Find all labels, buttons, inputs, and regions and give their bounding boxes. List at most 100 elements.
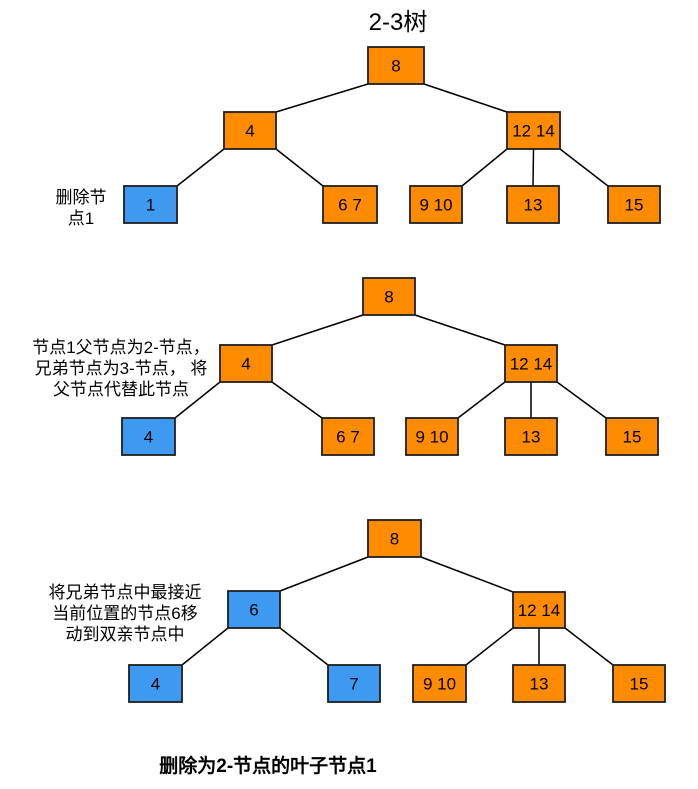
tree-edge — [181, 627, 229, 666]
node-box — [123, 185, 178, 224]
tree1-node-9-10: 9 10 — [409, 185, 463, 224]
tree-edge — [176, 148, 225, 187]
node-box — [128, 664, 183, 703]
node-box — [506, 111, 561, 150]
node-box — [367, 519, 422, 558]
node-box — [504, 344, 558, 383]
tree-edge — [564, 627, 614, 666]
tree2-node-4: 4 — [219, 344, 273, 383]
diagram-caption: 删除为2-节点的叶子节点1 — [159, 754, 377, 777]
tree3-node-8: 8 — [367, 519, 422, 558]
node-label: 12 14 — [518, 601, 561, 620]
node-label: 1 — [146, 196, 155, 215]
node-label: 15 — [623, 428, 642, 447]
tree1-node-1: 1 — [123, 185, 178, 224]
node-label: 8 — [390, 530, 399, 549]
tree-edge — [465, 627, 514, 666]
node-label: 13 — [524, 196, 543, 215]
node-label: 12 14 — [510, 355, 553, 374]
node-label: 6 7 — [338, 196, 362, 215]
node-label: 8 — [391, 57, 400, 76]
tree3-node-12-14: 12 14 — [512, 591, 566, 629]
tree3-node-4: 4 — [128, 664, 183, 703]
node-box — [219, 344, 273, 383]
node-label: 9 10 — [415, 428, 448, 447]
node-label: 6 — [249, 601, 258, 620]
node-box — [612, 664, 666, 703]
tree1-node-15: 15 — [607, 185, 661, 224]
tree3-node-9-10: 9 10 — [412, 664, 467, 703]
node-box — [321, 417, 375, 456]
tree-edge — [414, 314, 506, 346]
node-box — [121, 417, 176, 456]
tree-edge — [271, 314, 364, 346]
node-label: 13 — [530, 675, 549, 694]
tree1-node-4: 4 — [223, 111, 277, 150]
annotation-step-1: 删除节点1 — [56, 188, 107, 228]
tree1-node-6-7: 6 7 — [322, 185, 378, 224]
tree3-node-15: 15 — [612, 664, 666, 703]
node-box — [367, 46, 425, 85]
node-box — [506, 185, 560, 224]
node-label: 15 — [630, 675, 649, 694]
tree1-node-13: 13 — [506, 185, 560, 224]
node-box — [409, 185, 463, 224]
page-title: 2-3树 — [369, 9, 428, 36]
tree2-node-15: 15 — [605, 417, 659, 456]
tree3-node-13: 13 — [512, 664, 566, 703]
tree-edge — [423, 83, 508, 113]
tree-edge — [420, 556, 514, 593]
node-box — [227, 590, 281, 629]
node-label: 6 7 — [336, 428, 360, 447]
node-box — [223, 111, 277, 150]
tree2-node-12-14: 12 14 — [504, 344, 558, 383]
tree-step-2: 8 4 12 14 4 6 7 9 10 13 15 节点1父节点为2-节点，兄弟节点为3-节点… — [32, 277, 659, 456]
node-label: 15 — [625, 196, 644, 215]
tree-edge — [275, 148, 324, 187]
tree-edge — [271, 381, 323, 419]
tree2-node-13: 13 — [504, 417, 558, 456]
node-box — [504, 417, 558, 456]
tree-edge — [556, 381, 607, 419]
node-label: 4 — [245, 122, 254, 141]
node-label: 4 — [151, 675, 160, 694]
node-box — [322, 185, 378, 224]
tree-edge — [457, 381, 506, 419]
tree2-node-9-10: 9 10 — [405, 417, 459, 456]
node-box — [607, 185, 661, 224]
node-box — [512, 591, 566, 629]
tree3-node-6: 6 — [227, 590, 281, 629]
node-label: 9 10 — [423, 675, 456, 694]
tree-edge — [279, 627, 329, 666]
node-label: 7 — [349, 675, 358, 694]
node-label: 12 14 — [512, 122, 555, 141]
node-label: 4 — [241, 355, 250, 374]
tree-step-3: 8 6 12 14 4 7 9 10 13 15 将兄弟节点中最接近当前位置的节点6移动到双亲节… — [49, 519, 666, 703]
node-box — [512, 664, 566, 703]
node-label: 8 — [384, 288, 393, 307]
tree3-node-7: 7 — [327, 664, 381, 703]
node-label: 13 — [522, 428, 541, 447]
tree1-node-8: 8 — [367, 46, 425, 85]
node-box — [405, 417, 459, 456]
tree2-node-8: 8 — [362, 277, 416, 316]
tree-edge — [275, 83, 369, 113]
node-label: 9 10 — [419, 196, 452, 215]
node-label: 4 — [144, 428, 153, 447]
tree-edge — [279, 556, 369, 592]
tree1-node-12-14: 12 14 — [506, 111, 561, 150]
tree-edge — [461, 148, 508, 187]
annotation-step-3: 将兄弟节点中最接近当前位置的节点6移动到双亲节点中 — [49, 583, 202, 644]
tree-edge — [559, 148, 609, 187]
tree2-node-4: 4 — [121, 417, 176, 456]
node-box — [327, 664, 381, 703]
tree-edge — [174, 381, 221, 419]
annotation-step-2: 节点1父节点为2-节点，兄弟节点为3-节点， 将父节点代替此节点 — [32, 338, 210, 399]
tree2-node-6-7: 6 7 — [321, 417, 375, 456]
node-box — [412, 664, 467, 703]
node-box — [605, 417, 659, 456]
node-box — [362, 277, 416, 316]
